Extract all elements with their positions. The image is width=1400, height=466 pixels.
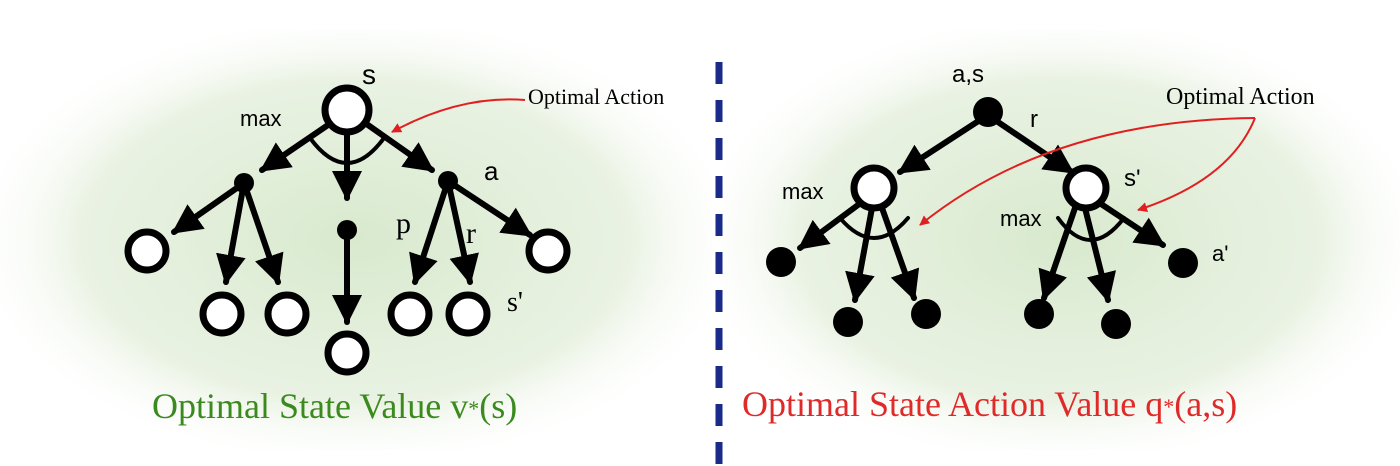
left-next-state-label: s' (507, 287, 523, 318)
right-leaf-action-3 (911, 299, 941, 329)
left-action-node-3 (438, 171, 458, 191)
left-leaf-state-2 (199, 291, 245, 337)
right-state-node-1 (850, 164, 898, 212)
left-reward-label: r (466, 217, 476, 250)
right-next-action-label: a' (1212, 241, 1228, 266)
left-action-node-1 (234, 173, 254, 193)
right-state-node-2 (1062, 164, 1110, 212)
right-leaf-action-2 (833, 307, 863, 337)
right-optimal-action-arrow-2 (1137, 117, 1256, 212)
left-optimal-action-arrow (391, 98, 526, 133)
left-tree (171, 122, 533, 325)
right-panel-background (720, 30, 1400, 450)
right-annotation: Optimal Action (1166, 84, 1315, 110)
left-leaf-state-4 (324, 330, 370, 376)
left-caption: Optimal State Value v*(s) (152, 386, 517, 426)
right-root-action-node (973, 97, 1003, 127)
left-root-state-node (321, 84, 373, 136)
left-leaf-state-6 (445, 291, 491, 337)
right-root-label: a,s (952, 61, 984, 88)
left-leaf-state-1 (124, 228, 170, 274)
left-action-label: a (484, 156, 499, 186)
right-max-label-1: max (782, 179, 824, 204)
left-leaf-state-7 (525, 228, 571, 274)
left-root-label: s (362, 59, 376, 90)
right-optimal-action-arrow-1 (919, 117, 1256, 226)
right-leaf-action-4 (1024, 299, 1054, 329)
right-max-label-2: max (1000, 206, 1042, 231)
left-leaf-state-5 (387, 291, 433, 337)
left-action-node-2 (337, 220, 357, 240)
right-leaf-action-1 (766, 247, 796, 277)
right-leaf-action-6 (1168, 248, 1198, 278)
right-next-state-label: s' (1124, 165, 1141, 192)
right-tree (797, 117, 1166, 303)
right-leaf-action-5 (1101, 309, 1131, 339)
left-leaf-state-3 (264, 291, 310, 337)
left-max-label: max (240, 106, 282, 131)
left-annotation: Optimal Action (528, 84, 664, 109)
left-prob-label: p (396, 207, 411, 240)
right-caption: Optimal State Action Value q*(a,s) (742, 384, 1237, 424)
right-reward-label: r (1030, 106, 1038, 133)
